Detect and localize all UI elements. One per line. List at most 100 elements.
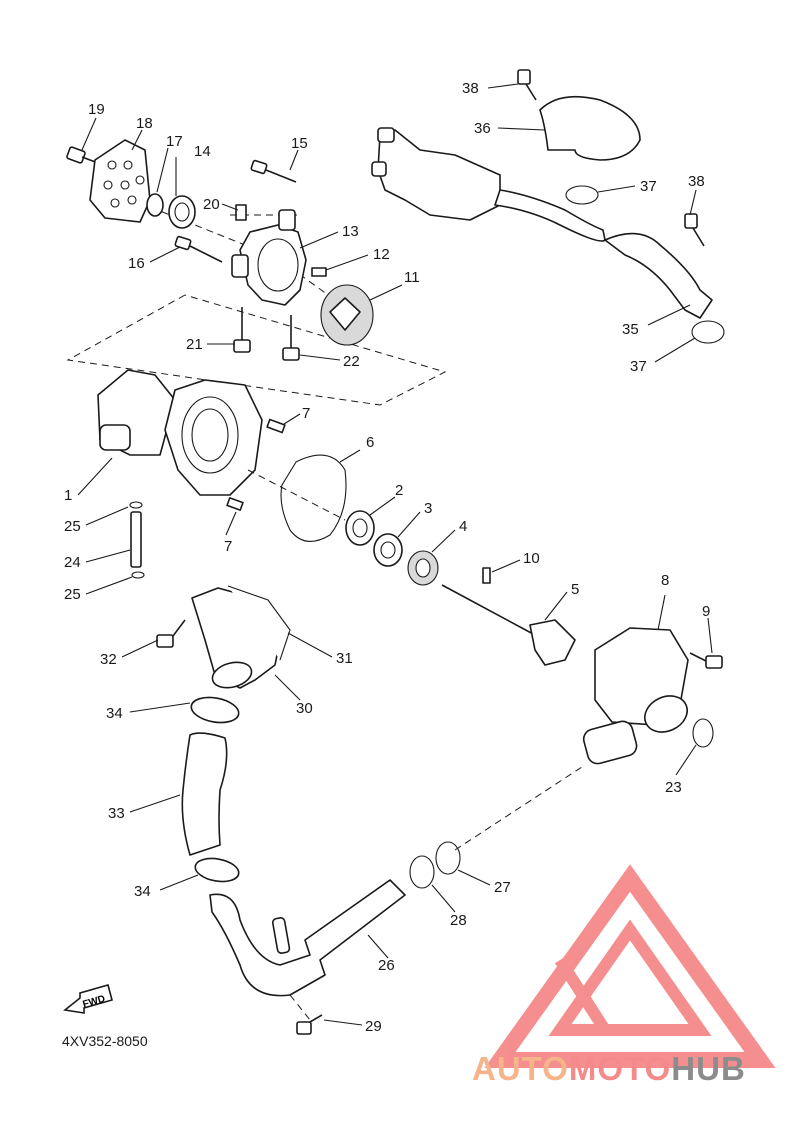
watermark-moto: MOTO [569, 1050, 671, 1087]
o-ring-25b [131, 571, 145, 579]
bolt-29 [296, 1014, 323, 1035]
automotohub-logo-icon [484, 864, 776, 1068]
water-pipe-26 [209, 879, 406, 997]
pipe-axis [454, 764, 586, 851]
callout-25b: 25 [64, 586, 81, 603]
gasket-6 [280, 454, 347, 542]
dowel-20 [235, 204, 247, 221]
callout-18: 18 [136, 115, 153, 132]
pin-12 [311, 267, 327, 277]
callout-34b: 34 [134, 883, 151, 900]
gasket-31 [227, 585, 291, 661]
callout-13: 13 [342, 223, 359, 240]
callout-17: 17 [166, 133, 183, 150]
callout-11: 11 [404, 269, 420, 286]
washer-17 [146, 193, 164, 217]
bolt-9 [689, 652, 723, 669]
o-ring-37a [565, 185, 599, 205]
callout-31: 31 [336, 650, 353, 667]
callout-38b: 38 [688, 173, 705, 190]
pin-10 [482, 567, 491, 584]
callout-37a: 37 [640, 178, 657, 195]
bolt-21 [233, 307, 251, 353]
leader-lines [77, 83, 713, 1026]
o-ring-28 [409, 855, 435, 889]
impeller-shaft-5 [441, 584, 576, 666]
diagram-code: 4XV352-8050 [62, 1033, 148, 1049]
callout-28: 28 [450, 912, 467, 929]
callout-26: 26 [378, 957, 395, 974]
callout-16: 16 [128, 255, 145, 272]
callout-numbers: 1 2 3 4 5 6 7 7 8 9 10 11 12 13 14 15 16… [64, 80, 710, 1035]
callout-37b: 37 [630, 358, 647, 375]
callout-14: 14 [194, 143, 211, 160]
hose-36 [539, 95, 641, 161]
callout-15: 15 [291, 135, 308, 152]
callout-30: 30 [296, 700, 313, 717]
shaft-axis [247, 469, 346, 521]
callout-35: 35 [622, 321, 639, 338]
callout-7a: 7 [302, 405, 310, 422]
bearing-2 [345, 510, 375, 546]
pump-cover-8 [582, 627, 689, 765]
pipe-24 [130, 511, 142, 568]
callout-19: 19 [88, 101, 105, 118]
fwd-arrow-icon: FWD [63, 984, 113, 1014]
callout-29: 29 [365, 1018, 382, 1035]
assembly-outline [66, 294, 447, 406]
callout-32: 32 [100, 651, 117, 668]
callout-2: 2 [395, 482, 403, 499]
rotor-plate-18 [89, 139, 151, 223]
callout-6: 6 [366, 434, 374, 451]
bearing-14 [168, 195, 196, 229]
pin-7b [226, 497, 244, 511]
o-ring-25a [129, 501, 143, 509]
bolt-axis [289, 994, 311, 1021]
hose-clamp-34a [190, 696, 240, 724]
pump-housing-13 [231, 209, 307, 306]
bolt-32 [156, 619, 186, 648]
bolt-15 [250, 159, 297, 183]
impeller-11 [320, 284, 374, 346]
callout-20: 20 [203, 196, 220, 213]
watermark-hub: HUB [671, 1050, 746, 1087]
pin-7a [266, 418, 286, 434]
callout-9: 9 [702, 603, 710, 620]
callout-33: 33 [108, 805, 125, 822]
oil-seal-3 [373, 533, 403, 567]
thermostat-housing [371, 127, 501, 221]
callout-21: 21 [186, 336, 203, 353]
callout-10: 10 [523, 550, 540, 567]
callout-7b: 7 [224, 538, 232, 555]
hose-link [494, 189, 606, 242]
bolt-16 [174, 235, 223, 263]
hose-clamp-34b [194, 857, 240, 883]
o-ring-23 [692, 718, 714, 748]
bolt-22 [282, 315, 300, 361]
callout-34a: 34 [106, 705, 123, 722]
callout-8: 8 [661, 572, 669, 589]
callout-22: 22 [343, 353, 360, 370]
watermark-brand: AUTOMOTOHUB [472, 1050, 746, 1087]
o-ring-27 [435, 841, 461, 875]
bolt-38a [517, 69, 537, 101]
watermark-auto: AUTO [472, 1050, 569, 1087]
callout-27: 27 [494, 879, 511, 896]
callout-23: 23 [665, 779, 682, 796]
water-pump-body-1 [97, 369, 263, 496]
bolt-38b [684, 213, 705, 247]
callout-4: 4 [459, 518, 467, 535]
callout-5: 5 [571, 581, 579, 598]
callout-3: 3 [424, 500, 432, 517]
callout-24: 24 [64, 554, 81, 571]
callout-1: 1 [64, 487, 72, 504]
callout-38a: 38 [462, 80, 479, 97]
callout-25a: 25 [64, 518, 81, 535]
o-ring-37b [691, 320, 725, 344]
mechanical-seal-4 [407, 550, 439, 586]
hose-33 [181, 732, 228, 856]
callout-36: 36 [474, 120, 491, 137]
callout-12: 12 [373, 246, 390, 263]
pipe-35 [604, 232, 713, 319]
